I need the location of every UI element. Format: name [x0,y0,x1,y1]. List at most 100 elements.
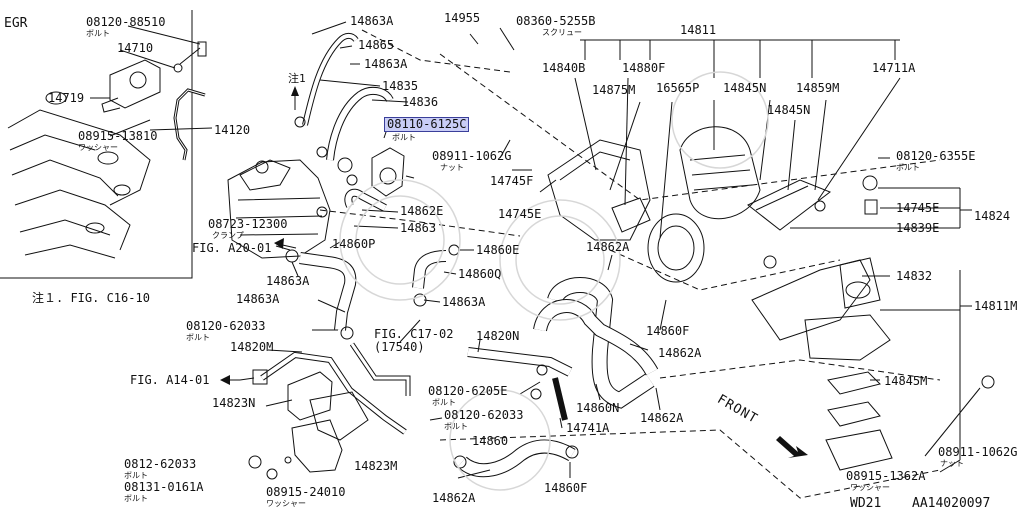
label-14859M[interactable]: 14859M [796,81,840,95]
label-08120-62033-1[interactable]: 08120-62033 [186,319,266,333]
label-08120-62033-2-jp: ボルト [444,422,468,431]
fig-c17-ref[interactable]: FIG. C17-02 [374,327,454,341]
label-14120[interactable]: 14120 [214,123,251,137]
label-08911-1062G-2[interactable]: 08911-1062G [938,445,1018,459]
note-text: 注１. FIG. C16-10 [32,291,150,305]
label-08110-6125C-jp: ボルト [392,133,416,142]
label-16565P[interactable]: 16565P [656,81,700,95]
egr-cooler-shield-shape [547,139,651,241]
label-14862A-2[interactable]: 14862A [658,346,702,360]
engine-block-shape [227,159,331,259]
label-14711A[interactable]: 14711A [872,61,916,75]
label-14862E[interactable]: 14862E [400,204,444,218]
cooler-body-14845N-shape [679,126,761,220]
label-08911-1062G-2-jp: ナット [940,459,964,468]
label-14811[interactable]: 14811 [680,23,717,37]
label-14835[interactable]: 14835 [382,79,419,93]
label-14860N[interactable]: 14860N [576,401,620,415]
label-08911-1062G-1[interactable]: 08911-1062G [432,149,512,163]
label-14839E[interactable]: 14839E [896,221,940,235]
label-08131-0161A[interactable]: 08131-0161A [124,480,204,494]
label-08723-12300[interactable]: 08723-12300 [208,217,288,231]
label-08360-5255B-jp: スクリュー [542,28,582,37]
label-14862A-4[interactable]: 14862A [432,491,476,505]
dash-box-bottom [439,429,941,499]
label-14836[interactable]: 14836 [402,95,439,109]
label-14845N-2[interactable]: 14845N [767,103,811,117]
label-14863A-4[interactable]: 14863A [236,292,280,306]
label-14860[interactable]: 14860 [472,434,509,448]
fig-a20-ref[interactable]: FIG. A20-01 [192,241,272,255]
label-0812-62033[interactable]: 0812-62033 [124,457,197,471]
label-14860Q[interactable]: 14860Q [458,267,502,281]
flange-16565P-shape [647,213,705,283]
label-08723-12300-jp: クランプ [212,231,244,240]
label-08911-1062G-1-jp: ナット [440,163,464,172]
label-14745F[interactable]: 14745F [490,174,534,188]
note-marker: 注1 [288,72,306,85]
fig-a14-ref[interactable]: FIG. A14-01 [130,373,210,387]
label-14741A[interactable]: 14741A [566,421,610,435]
label-14719[interactable]: 14719 [48,91,85,105]
label-14845N-1[interactable]: 14845N [723,81,767,95]
label-14862A-1[interactable]: 14862A [586,240,630,254]
label-08915-24010[interactable]: 08915-24010 [266,485,346,499]
dash-box-lower [659,359,941,381]
label-14823M[interactable]: 14823M [354,459,398,473]
label-14811M[interactable]: 14811M [974,299,1018,313]
section-title: EGR [4,16,28,31]
label-14880F[interactable]: 14880F [622,61,666,75]
label-14955[interactable]: 14955 [444,11,481,25]
label-14860E[interactable]: 14860E [476,243,520,257]
label-08915-1362A-jp: ワッシャー [850,483,890,492]
label-14860F-2[interactable]: 14860F [544,481,588,495]
bracket-14823N-shape [287,371,333,421]
label-08131-0161A-jp: ボルト [124,494,148,503]
gasket-14719-shape [45,91,67,105]
label-08120-6355E[interactable]: 08120-6355E [896,149,976,163]
label-14820N[interactable]: 14820N [476,329,520,343]
label-08915-13810-jp: ワッシャー [78,143,118,152]
valve-14832-shape [839,257,881,309]
label-14863A-3[interactable]: 14863A [266,274,310,288]
illustration-code: AA14020097 [912,496,991,510]
label-14745E-2[interactable]: 14745E [896,201,940,215]
label-08360-5255B[interactable]: 08360-5255B [516,14,596,28]
label-14824[interactable]: 14824 [974,209,1011,223]
label-08110-6125C[interactable]: 08110-6125C [384,117,470,132]
label-08120-62033-2[interactable]: 08120-62033 [444,408,524,422]
label-14832[interactable]: 14832 [896,269,933,283]
label-14863A-2[interactable]: 14863A [364,57,408,71]
label-08120-6205E[interactable]: 08120-6205E [428,384,508,398]
label-14710[interactable]: 14710 [117,41,154,55]
label-08915-1362A[interactable]: 08915-1362A [846,469,926,483]
label-14863A-1[interactable]: 14863A [350,14,394,28]
label-14860P[interactable]: 14860P [332,237,376,251]
label-0812-62033-jp: ボルト [124,471,148,480]
label-08915-24010-jp: ワッシャー [266,499,306,508]
bracket-14824-shape [751,259,871,341]
label-14860F-1[interactable]: 14860F [646,324,690,338]
label-14865[interactable]: 14865 [358,38,395,52]
label-14845M[interactable]: 14845M [884,374,928,388]
egr-tube-shape [173,88,206,161]
fig-c17-sub: (17540) [374,340,425,354]
label-14863[interactable]: 14863 [400,221,437,235]
label-08915-13810[interactable]: 08915-13810 [78,129,158,143]
label-14823N[interactable]: 14823N [212,396,256,410]
label-14875M[interactable]: 14875M [592,83,636,97]
label-14863A-5[interactable]: 14863A [442,295,486,309]
label-08120-62033-1-jp: ボルト [186,333,210,342]
label-14862A-3[interactable]: 14862A [640,411,684,425]
model-code: WD21 [850,496,882,510]
bracket-14823M-shape [291,419,343,473]
label-14745E-1[interactable]: 14745E [498,207,542,221]
dash-box-upper [439,53,941,201]
body-14811M-shape [804,314,891,361]
label-08120-88510[interactable]: 08120-88510 [86,15,166,29]
label-14840B[interactable]: 14840B [542,61,586,75]
label-14820M[interactable]: 14820M [230,340,274,354]
gasket-14845M-shape [827,371,881,395]
